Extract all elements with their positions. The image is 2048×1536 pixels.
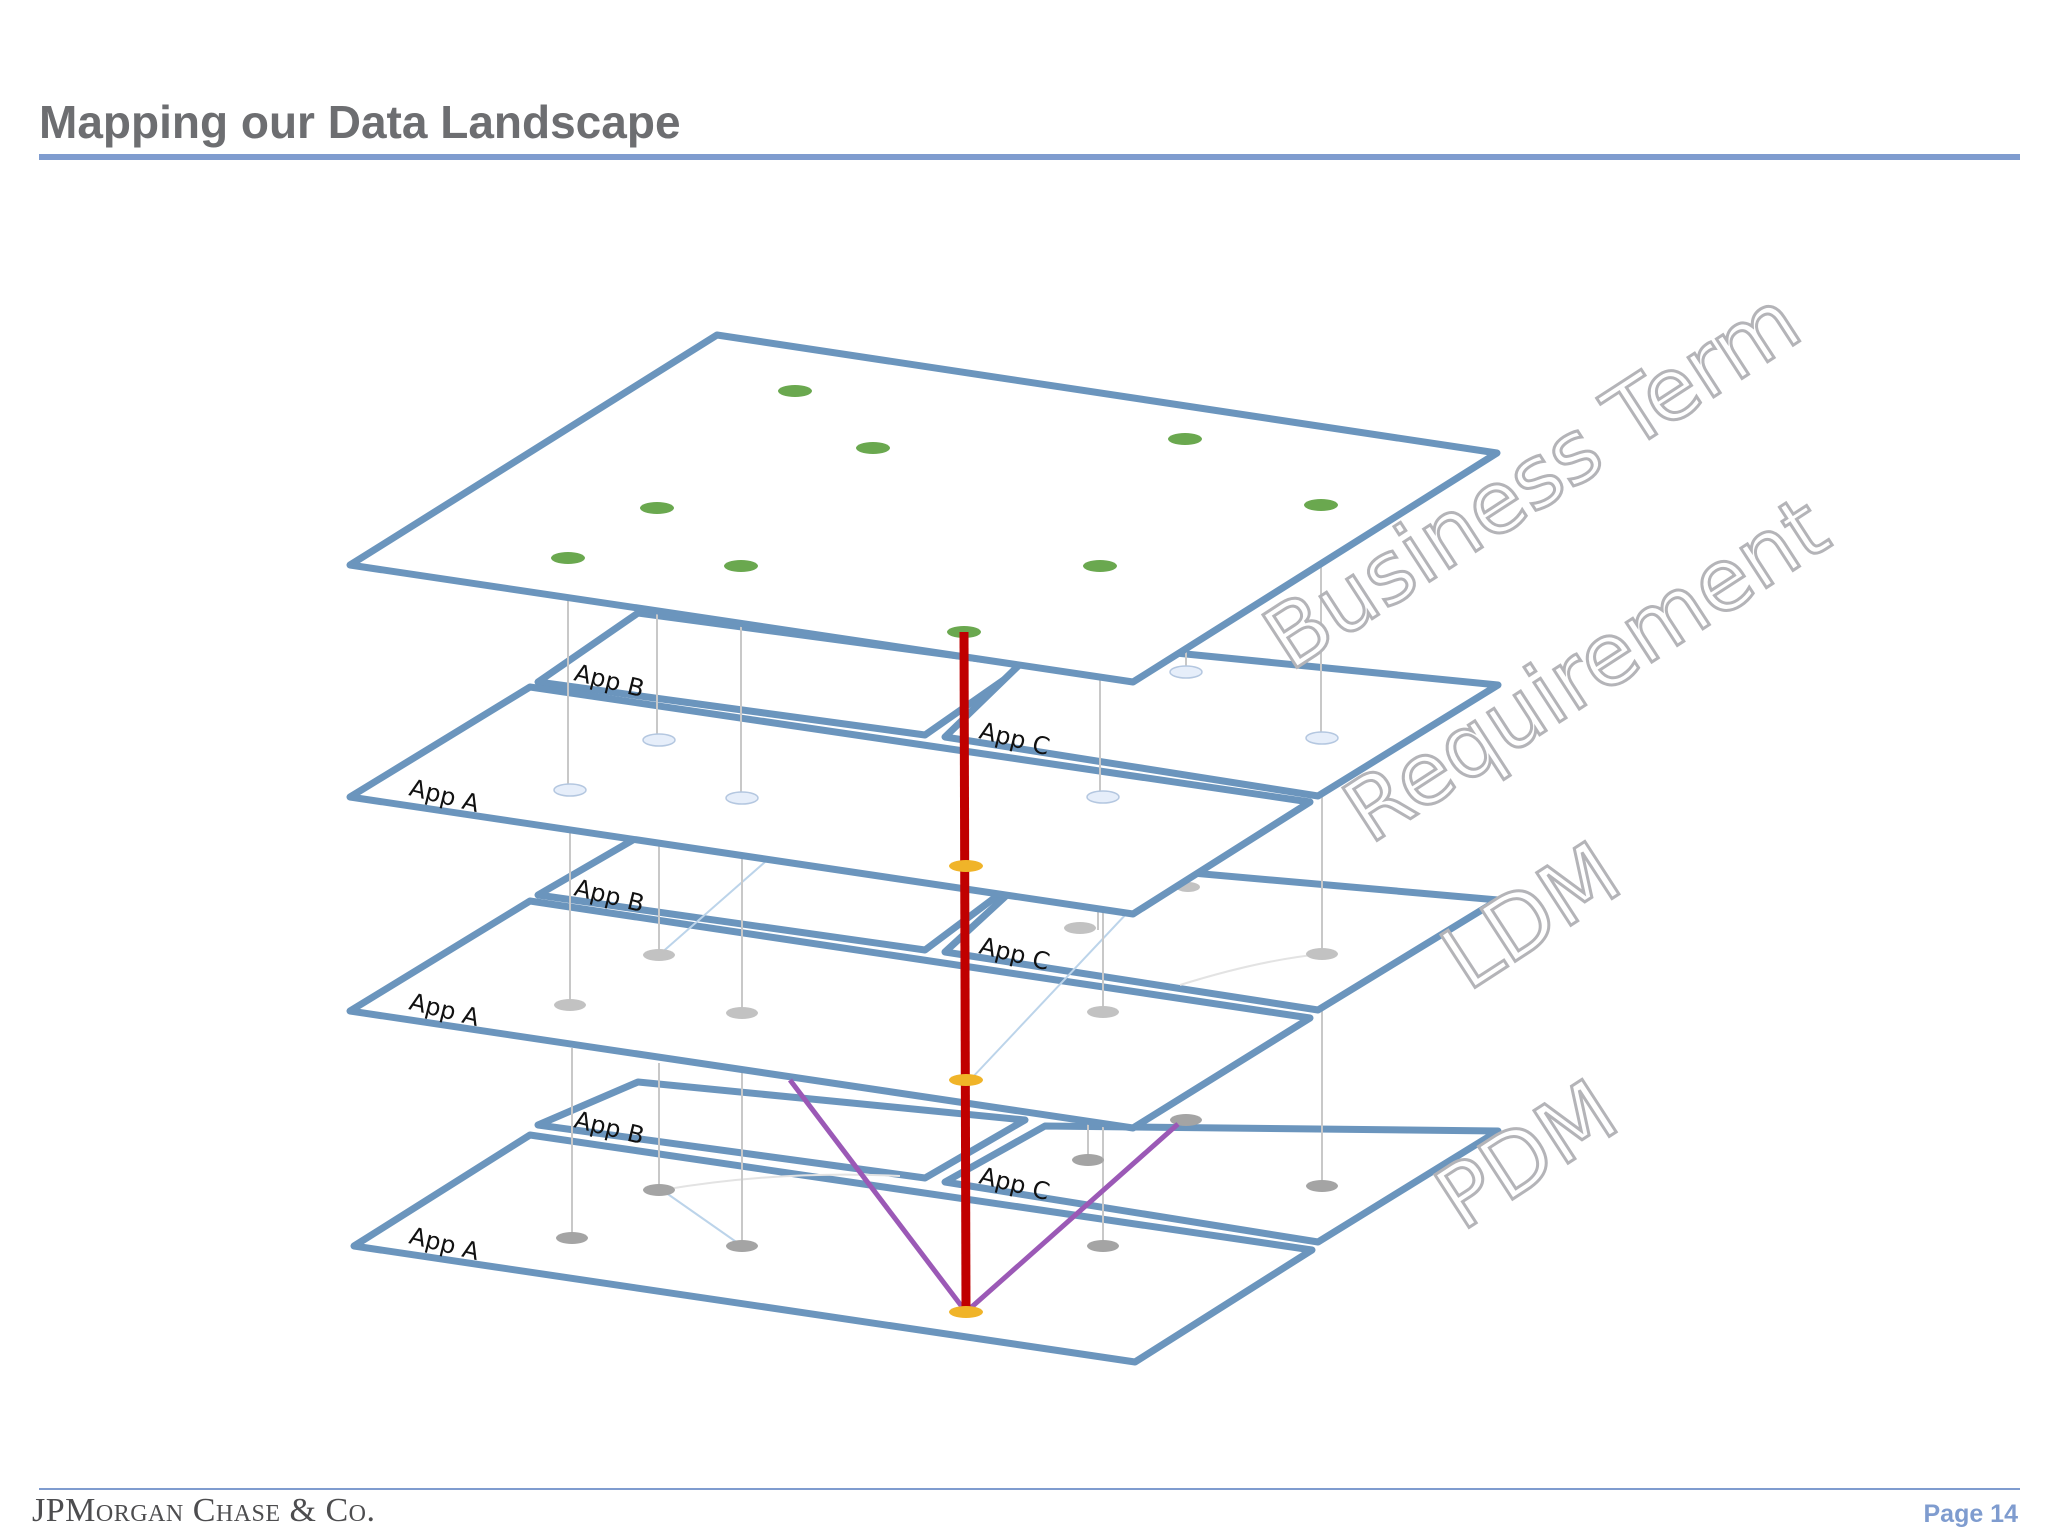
page-number: Page 14: [1923, 1500, 2018, 1528]
business-term-plane: [346, 331, 1501, 686]
pdm-plane-app-a: [350, 1131, 1316, 1366]
mapped-node: [949, 1306, 983, 1318]
lineage-lines: [788, 631, 1180, 1318]
requirement-plane-app-c: [941, 636, 1502, 800]
pdm-node: [1306, 1180, 1338, 1192]
requirement-node: [553, 783, 587, 797]
layer-requirement: App B App C App A: [346, 609, 1502, 918]
mapped-node: [949, 1074, 983, 1086]
company-logo: JPMorgan Chase & Co.: [32, 1492, 376, 1529]
pdm-link: [661, 1189, 743, 1247]
layer-business-term: [346, 331, 1501, 686]
business-term-node: [1083, 560, 1117, 572]
ldm-node: [1087, 1006, 1119, 1018]
pdm-node: [1170, 1114, 1202, 1126]
requirement-node: [725, 791, 759, 805]
title-divider: [39, 154, 2020, 160]
business-term-node: [1168, 433, 1202, 445]
pdm-nodes: [556, 1114, 1338, 1252]
layer-label-ldm: LDM: [1425, 823, 1637, 1009]
ldm-node: [1306, 948, 1338, 960]
pdm-node: [556, 1232, 588, 1244]
ldm-link: [658, 861, 766, 956]
ldm-node: [726, 1007, 758, 1019]
business-term-node: [640, 502, 674, 514]
related-lineage-line: [788, 1078, 968, 1314]
requirement-node: [642, 733, 676, 747]
ldm-plane-app-a: [346, 897, 1314, 1132]
layer-pdm: App B App C App A: [350, 1078, 1502, 1366]
business-term-node: [724, 560, 758, 572]
pdm-node: [643, 1184, 675, 1196]
requirement-node: [1305, 731, 1339, 745]
business-term-node: [1304, 499, 1338, 511]
requirement-node: [1169, 665, 1203, 679]
ldm-node: [643, 949, 675, 961]
mapped-node: [949, 860, 983, 872]
business-term-node: [551, 552, 585, 564]
layer-label-pdm: PDM: [1419, 1061, 1635, 1250]
ldm-node: [1064, 922, 1096, 934]
primary-lineage-line: [959, 631, 971, 1313]
requirement-plane-app-a: [346, 683, 1314, 918]
pdm-node: [726, 1240, 758, 1252]
footer-divider: [39, 1488, 2020, 1490]
related-lineage-line: [964, 1122, 1180, 1314]
pdm-faint-link: [661, 1173, 901, 1191]
business-term-node: [778, 385, 812, 397]
business-term-nodes: [551, 385, 1338, 638]
business-term-node: [856, 442, 890, 454]
page-title: Mapping our Data Landscape: [39, 96, 681, 148]
requirement-nodes: [553, 665, 1339, 805]
pdm-node: [1072, 1154, 1104, 1166]
requirement-node: [1086, 790, 1120, 804]
ldm-node: [554, 999, 586, 1011]
pdm-node: [1087, 1240, 1119, 1252]
ldm-nodes: [554, 882, 1338, 1019]
